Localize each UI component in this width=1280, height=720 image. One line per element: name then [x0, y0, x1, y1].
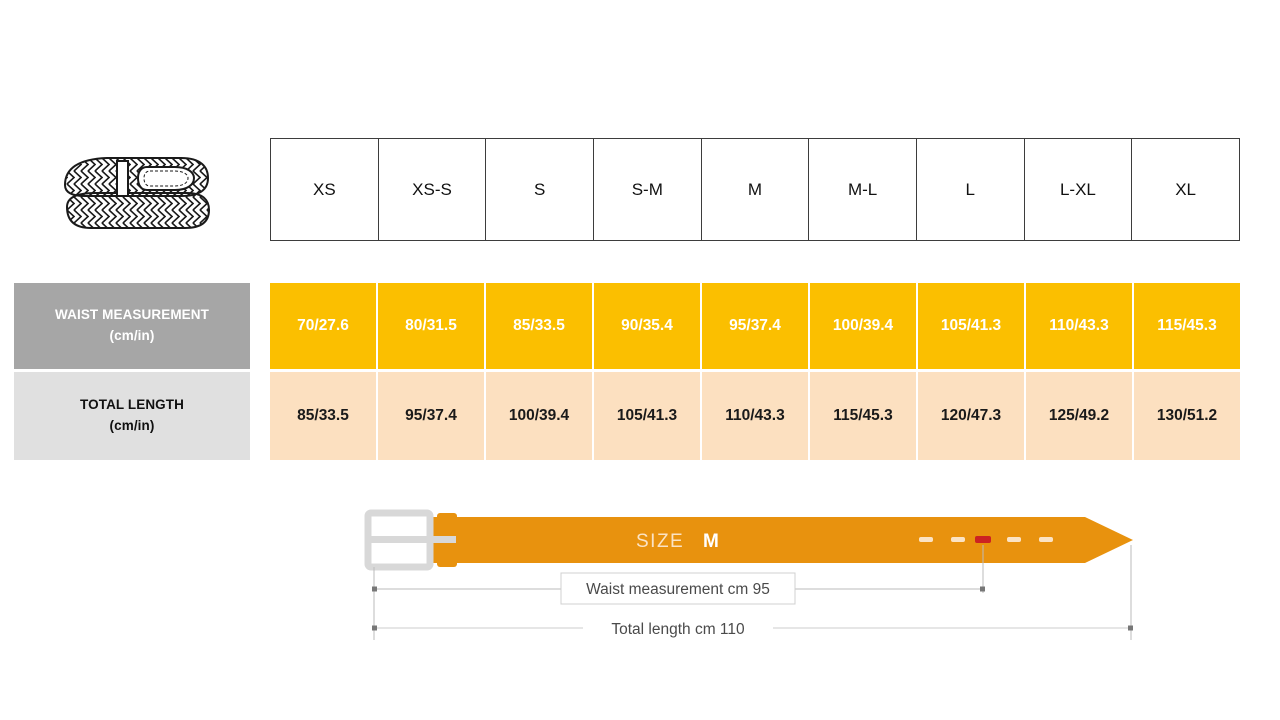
- waist-measurement-row: WAIST MEASUREMENT (cm/in) 70/27.6 80/31.…: [14, 283, 1240, 369]
- total-length-value-cells: 85/33.5 95/37.4 100/39.4 105/41.3 110/43…: [270, 372, 1240, 460]
- waist-value-cell: 90/35.4: [594, 283, 702, 369]
- total-length-value-cell: 95/37.4: [378, 372, 486, 460]
- waist-dimension-label-box: Waist measurement cm 95: [560, 572, 796, 605]
- total-length-value-cell: 115/45.3: [810, 372, 918, 460]
- waist-value-cell: 80/31.5: [378, 283, 486, 369]
- size-header-cell: S-M: [592, 138, 702, 241]
- total-length-value-cell: 120/47.3: [918, 372, 1026, 460]
- belt-hole: [919, 537, 933, 542]
- waist-label-unit: (cm/in): [109, 328, 155, 343]
- braided-belt-icon: [63, 157, 211, 229]
- waist-value-cell: 115/45.3: [1134, 283, 1240, 369]
- size-header-cell: L-XL: [1023, 138, 1133, 241]
- waist-value-cell: 85/33.5: [486, 283, 594, 369]
- belt-diagram-svg: SIZE M Waist measurement cm 95: [364, 509, 1133, 643]
- belt-hole: [951, 537, 965, 542]
- size-header-cell: L: [915, 138, 1025, 241]
- belt-measurement-diagram: SIZE M Waist measurement cm 95: [0, 495, 1280, 665]
- waist-value-cell: 100/39.4: [810, 283, 918, 369]
- waist-dimension-text: Waist measurement cm 95: [586, 581, 770, 598]
- size-header-cell: M: [700, 138, 810, 241]
- waist-measurement-label: WAIST MEASUREMENT (cm/in): [14, 283, 250, 369]
- total-length-dimension-text: Total length cm 110: [611, 621, 745, 638]
- belt-size-label: SIZE: [636, 531, 684, 552]
- dimension-marker: [372, 586, 377, 592]
- total-length-dimension-label-box: Total length cm 110: [583, 613, 773, 643]
- dimension-marker: [980, 586, 985, 592]
- belt-size-value: M: [703, 531, 719, 552]
- total-length-label: TOTAL LENGTH (cm/in): [14, 372, 250, 460]
- size-header-row: XS XS-S S S-M M M-L L L-XL XL: [270, 138, 1240, 241]
- belt-strap: [430, 517, 1133, 563]
- size-header-cell: S: [485, 138, 594, 241]
- total-length-label-unit: (cm/in): [109, 418, 155, 433]
- label-spacer: [250, 372, 270, 460]
- waist-value-cell: 110/43.3: [1026, 283, 1134, 369]
- dimension-marker: [372, 625, 377, 631]
- size-header-cell: XL: [1131, 138, 1240, 241]
- total-length-value-cell: 125/49.2: [1026, 372, 1134, 460]
- total-length-value-cell: 105/41.3: [594, 372, 702, 460]
- waist-label-title: WAIST MEASUREMENT: [55, 307, 209, 323]
- belt-hole-active: [975, 536, 991, 543]
- waist-value-cell: 70/27.6: [270, 283, 378, 369]
- waist-value-cell: 105/41.3: [918, 283, 1026, 369]
- total-length-label-title: TOTAL LENGTH: [80, 397, 184, 413]
- waist-value-cell: 95/37.4: [702, 283, 810, 369]
- size-header-cell: XS-S: [377, 138, 487, 241]
- total-length-value-cell: 130/51.2: [1134, 372, 1240, 460]
- belt-hole: [1039, 537, 1053, 542]
- label-spacer: [250, 283, 270, 369]
- total-length-value-cell: 110/43.3: [702, 372, 810, 460]
- braided-belt-illustration: [55, 145, 217, 240]
- waist-value-cells: 70/27.6 80/31.5 85/33.5 90/35.4 95/37.4 …: [270, 283, 1240, 369]
- belt-buckle-prong: [368, 536, 456, 543]
- total-length-row: TOTAL LENGTH (cm/in) 85/33.5 95/37.4 100…: [14, 372, 1240, 460]
- belt-hole: [1007, 537, 1021, 542]
- total-length-value-cell: 100/39.4: [486, 372, 594, 460]
- size-header-cell: XS: [270, 138, 379, 241]
- total-length-value-cell: 85/33.5: [270, 372, 378, 460]
- size-header-cell: M-L: [808, 138, 917, 241]
- measurement-rows: WAIST MEASUREMENT (cm/in) 70/27.6 80/31.…: [14, 283, 1240, 460]
- size-header-table: XS XS-S S S-M M M-L L L-XL XL: [270, 138, 1240, 241]
- dimension-marker: [1128, 625, 1133, 631]
